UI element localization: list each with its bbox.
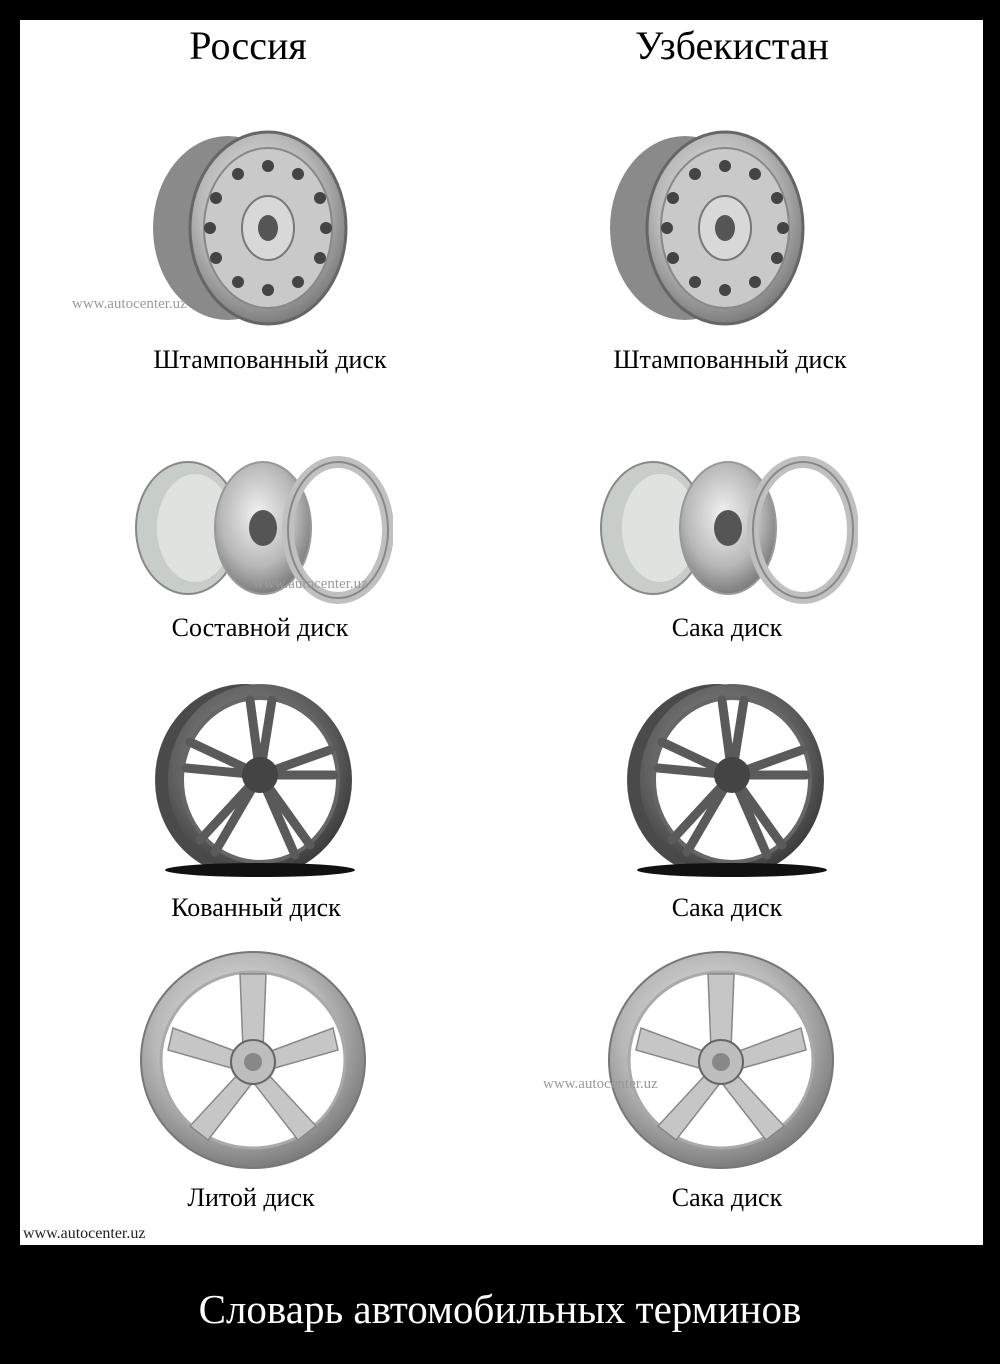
watermark: www.autocenter.uz	[543, 1076, 658, 1092]
label-uzbekistan-3: Сака диск	[671, 893, 783, 922]
alloy-wheel-image	[606, 950, 836, 1170]
column-header-uzbekistan: Узбекистан	[635, 23, 829, 68]
steel-wheel-image	[607, 128, 807, 328]
label-russia-4: Литой диск	[187, 1183, 315, 1212]
label-uzbekistan-1: Штампованный диск	[613, 345, 847, 374]
label-uzbekistan-2: Сака диск	[671, 613, 783, 642]
poster-caption: Словарь автомобильных терминов	[198, 1286, 802, 1332]
label-russia-2: Составной диск	[171, 613, 349, 642]
forged-wheel-image	[150, 680, 360, 880]
label-russia-1: Штампованный диск	[153, 345, 387, 374]
forged-wheel-image	[622, 680, 832, 880]
label-uzbekistan-4: Сака диск	[671, 1183, 783, 1212]
multipiece-wheel-image	[598, 456, 858, 606]
watermark: www.autocenter.uz	[72, 296, 187, 312]
label-russia-3: Кованный диск	[171, 893, 341, 922]
watermark-bottom: www.autocenter.uz	[23, 1225, 146, 1242]
alloy-wheel-image	[138, 950, 368, 1170]
column-header-russia: Россия	[189, 23, 307, 68]
watermark: www.autocenter.uz	[253, 576, 368, 592]
